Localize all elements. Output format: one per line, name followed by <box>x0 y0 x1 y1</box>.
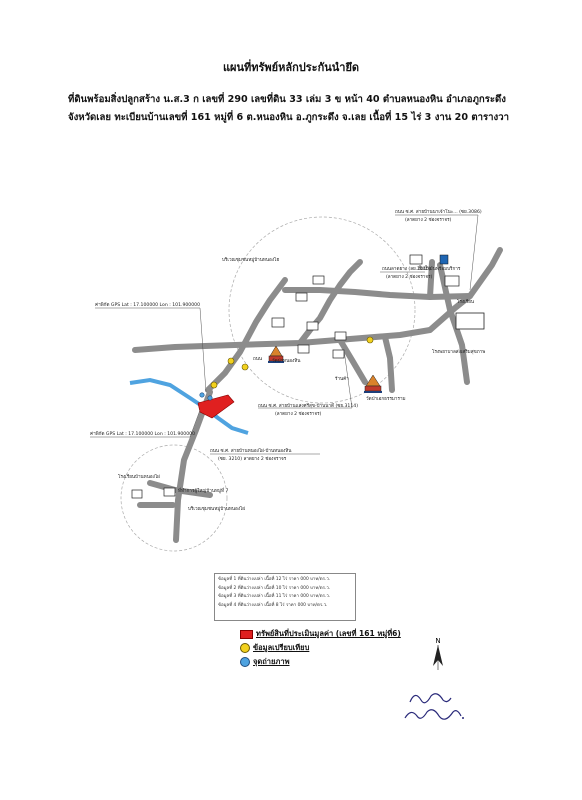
legend-photo-label: จุดถ่ายภาพ <box>253 657 290 666</box>
header-line-2: จังหวัดเลย ทะเบียนบ้านเลขที่ 161 หมู่ที่… <box>68 112 509 123</box>
label-village-south-bottom: บริเวณชุมชนหมู่บ้านหนองไผ่ <box>188 505 245 512</box>
label-village-south-top: โรงเรียนบ้านหนองไผ่ <box>118 473 160 480</box>
photo-point-icon <box>207 395 213 401</box>
label-road-main-sub: (ลาดยาง 2 ช่องจราจร) <box>275 411 322 417</box>
north-arrow-icon: N <box>433 637 443 670</box>
label-road-ls2015: ถนนลาดยาง (ลย.2015) <box>382 266 431 272</box>
vicinity-circle-north <box>228 216 416 404</box>
label-road-top-right-sub: (ลาดยาง 2 ช่องจราจร) <box>405 217 452 223</box>
temple-icons <box>268 345 382 393</box>
building-icon <box>332 349 345 359</box>
label-road-small: ถนน <box>253 357 263 362</box>
comparable-2: ข้อมูลที่ 2 ที่ดินว่างเปล่า เนื้อที่ 10 … <box>218 585 331 591</box>
label-village-south-mid: ที่ทำการผู้ใหญ่บ้านหมู่ที่ 7 <box>178 487 229 494</box>
building-icon <box>409 254 423 265</box>
legend-photo: จุดถ่ายภาพ <box>240 656 290 668</box>
building-icon <box>131 489 143 499</box>
photo-point-icon <box>199 392 205 398</box>
label-road-ls2015-sub: (ลาดยาง 2 ช่องจราจร) <box>386 274 433 280</box>
label-gps-1: ค่าพิกัด GPS Lat : 17.100000 Lon : 101.9… <box>95 301 200 308</box>
comparable-1: ข้อมูลที่ 1 ที่ดินว่างเปล่า เนื้อที่ 12 … <box>218 577 331 582</box>
label-road-village-sub: (ซย. 3210) ลาดยาง 2 ช่องจราจร <box>218 456 287 462</box>
building-icons <box>131 254 485 499</box>
label-road-top-right: ถนน ซ.ศ. สายบ้านนาเจ้าโนะ... (ซย.3086) <box>395 208 482 215</box>
building-icon <box>295 292 308 302</box>
school-building-icon <box>455 312 485 330</box>
leader-lines <box>90 214 479 455</box>
building-icon <box>334 331 347 341</box>
label-gps-2: ค่าพิกัด GPS Lat : 17.100000 Lon : 101.9… <box>90 430 195 437</box>
svg-text:N: N <box>435 637 440 645</box>
building-icon <box>306 321 319 331</box>
photo-markers <box>199 392 213 401</box>
river <box>129 377 249 435</box>
legend-comparable-label: ข้อมูลเปรียบเทียบ <box>253 643 310 652</box>
label-road-village: ถนน ซ.ศ. สายบ้านหนองไผ่-บ้านหนองหิน <box>210 447 292 454</box>
comparable-marker-4 <box>366 336 374 344</box>
legend-comparable: ข้อมูลเปรียบเทียบ <box>240 642 309 654</box>
label-gas-station: ปั๊มน้ำมันพร้อมบริการ <box>418 265 461 272</box>
temple-icon <box>269 345 283 357</box>
building-icon <box>271 317 285 328</box>
legend-asset-label: ทรัพย์สินที่ประเมินมูลค่า (เลขที่ 161 หม… <box>256 629 401 638</box>
label-village-north: บริเวณชุมชนหมู่บ้านหนองไฮ <box>222 256 279 263</box>
asset-swatch-icon <box>240 629 253 639</box>
building-icon <box>312 275 325 285</box>
vicinity-circle-south <box>120 444 228 552</box>
comparable-marker-2 <box>241 363 249 371</box>
label-school: โรงเรียน <box>457 298 475 305</box>
comparable-4: ข้อมูลที่ 4 ที่ดินว่างเปล่า เนื้อที่ 8 ไ… <box>218 602 328 608</box>
label-temple-1: วัดป่าหนองหิน <box>272 357 301 364</box>
header-line-1: ที่ดินพร้อมสิ่งปลูกสร้าง น.ส.3 ก เลขที่ … <box>68 94 506 105</box>
temple-icon <box>365 374 381 387</box>
page-title: แผนที่ทรัพย์หลักประกันนำยึด <box>222 61 360 74</box>
comparable-marker-1 <box>227 357 235 365</box>
building-icon <box>163 487 176 497</box>
label-temple-2: วัดป่าเอกธรรมาราม <box>366 395 406 402</box>
gas-station-icon <box>439 254 449 265</box>
comparable-marker-3 <box>210 381 218 389</box>
comparables-box: ข้อมูลที่ 1 ที่ดินว่างเปล่า เนื้อที่ 12 … <box>214 573 356 621</box>
comparable-3: ข้อมูลที่ 3 ที่ดินว่างเปล่า เนื้อที่ 11 … <box>218 594 331 599</box>
legend-asset: ทรัพย์สินที่ประเมินมูลค่า (เลขที่ 161 หม… <box>240 628 401 640</box>
label-road-main: ถนน ซ.ศ. สายบ้านแสงศรีสุข-บ้านนาดี (ซย.3… <box>258 402 358 409</box>
road-network <box>132 247 503 543</box>
photo-swatch-icon <box>240 657 250 667</box>
label-market: ร้านค้า <box>335 376 349 382</box>
comparable-markers <box>210 336 374 389</box>
signature <box>404 693 464 720</box>
label-health-center: โรงพยาบาลส่งเสริมสุขภาพ <box>432 348 485 355</box>
comparable-swatch-icon <box>240 643 250 653</box>
building-icon <box>444 275 460 287</box>
building-icon <box>297 344 310 354</box>
